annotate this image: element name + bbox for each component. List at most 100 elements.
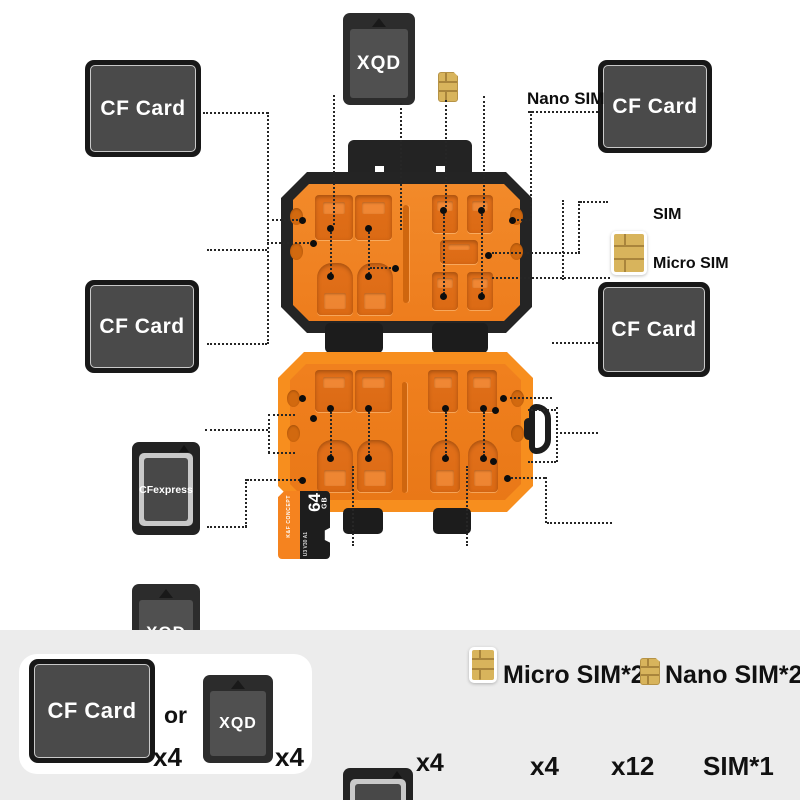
legend-xqd-card: XQD xyxy=(203,675,273,763)
micro-sim-chip xyxy=(611,231,647,275)
micro-sim-label: Micro SIM xyxy=(653,255,729,272)
callout-line xyxy=(330,232,332,274)
cf-card-label: CF Card xyxy=(99,314,185,338)
xqd-label: XQD xyxy=(219,714,257,732)
callout-dot xyxy=(365,455,372,462)
legend-micro-sim-qty: Micro SIM*2 xyxy=(503,661,645,689)
case-top-latch xyxy=(348,140,472,176)
callout-dot xyxy=(440,207,447,214)
callout-line xyxy=(443,214,445,294)
callout-line xyxy=(530,111,532,220)
legend-nano-sim-qty: Nano SIM*2 xyxy=(665,661,800,689)
callout-dot xyxy=(504,475,511,482)
case-top-divider xyxy=(403,205,409,303)
legend-cf-qty: x4 xyxy=(153,742,182,772)
cf-card-top-right: CF Card xyxy=(598,60,712,153)
callout-dot xyxy=(480,455,487,462)
callout-dot xyxy=(490,458,497,465)
sim-slot xyxy=(467,195,493,233)
callout-dot xyxy=(500,395,507,402)
callout-dot xyxy=(327,455,334,462)
legend-microsd-qty: x12 xyxy=(611,751,655,781)
nano-sim-label: Nano SIM xyxy=(527,89,605,108)
callout-dot xyxy=(480,405,487,412)
callout-line xyxy=(245,479,247,527)
nano-sim-chip xyxy=(438,72,458,102)
cfexpress-label: CFexpress xyxy=(139,483,193,496)
callout-line xyxy=(528,111,598,113)
carabiner-handle xyxy=(529,404,551,454)
callout-line xyxy=(562,200,564,280)
cf-card-mid-left: CF Card xyxy=(85,280,199,373)
legend-cf-card: CF Card xyxy=(29,659,155,763)
callout-dot xyxy=(392,265,399,272)
cf-card-mid-right: CF Card xyxy=(598,282,710,377)
cf-card-label: CF Card xyxy=(612,94,698,118)
case-hinge xyxy=(325,323,383,353)
callout-line xyxy=(205,429,268,431)
sim-slot xyxy=(467,272,493,310)
callout-dot xyxy=(478,293,485,300)
callout-line xyxy=(352,466,354,546)
callout-dot xyxy=(310,240,317,247)
callout-line xyxy=(545,477,547,523)
microsd-slot xyxy=(317,440,353,492)
xqd-label: XQD xyxy=(356,52,402,74)
legend-sim-qty: SIM*1 xyxy=(703,751,774,781)
callout-line xyxy=(528,461,556,463)
callout-dot xyxy=(310,415,317,422)
microsd-slot xyxy=(357,263,393,315)
callout-line xyxy=(445,412,447,456)
callout-line xyxy=(203,112,268,114)
legend-strip: CF Card or x4 XQD x4 CFexpress x4 Micro … xyxy=(0,630,800,800)
callout-dot xyxy=(327,273,334,280)
cf-card-label: CF Card xyxy=(611,317,697,341)
callout-dot xyxy=(365,405,372,412)
case-notch xyxy=(287,425,300,442)
callout-line xyxy=(511,477,545,479)
callout-line xyxy=(552,342,598,344)
callout-line xyxy=(445,100,447,207)
callout-dot xyxy=(327,225,334,232)
microsd-orange-stripe: K&F CONCEPT xyxy=(278,491,300,559)
callout-line xyxy=(483,412,485,456)
cfexpress-card-mid-left: CFexpress xyxy=(132,442,200,535)
callout-dot xyxy=(478,207,485,214)
callout-dot xyxy=(440,293,447,300)
callout-line xyxy=(267,219,302,221)
callout-line xyxy=(370,267,395,269)
callout-line xyxy=(247,479,304,481)
sd-card-slot xyxy=(467,370,497,412)
callout-line xyxy=(268,452,295,454)
case-bottom-latch xyxy=(433,508,471,534)
callout-line xyxy=(466,466,468,546)
callout-dot xyxy=(299,217,306,224)
handle-mount xyxy=(524,418,533,440)
callout-dot xyxy=(442,455,449,462)
callout-dot xyxy=(509,217,516,224)
callout-line xyxy=(483,96,485,207)
case-bottom-divider xyxy=(402,382,407,493)
sim-slot xyxy=(432,272,458,310)
case-notch xyxy=(290,243,303,260)
callout-line xyxy=(481,214,483,294)
callout-line xyxy=(207,526,247,528)
microsd-slot xyxy=(317,263,353,315)
case-notch xyxy=(510,243,523,260)
callout-line xyxy=(267,112,269,344)
sim-label: SIM xyxy=(653,206,682,223)
callout-dot xyxy=(365,225,372,232)
cf-card-label: CF Card xyxy=(100,96,186,120)
callout-line xyxy=(207,249,267,251)
callout-dot xyxy=(299,477,306,484)
sd-card-slot xyxy=(355,195,392,240)
callout-line xyxy=(492,252,580,254)
callout-dot xyxy=(327,405,334,412)
callout-dot xyxy=(365,273,372,280)
callout-line xyxy=(330,412,332,456)
cf-card-top-left: CF Card xyxy=(85,60,201,157)
case-notch xyxy=(511,425,524,442)
